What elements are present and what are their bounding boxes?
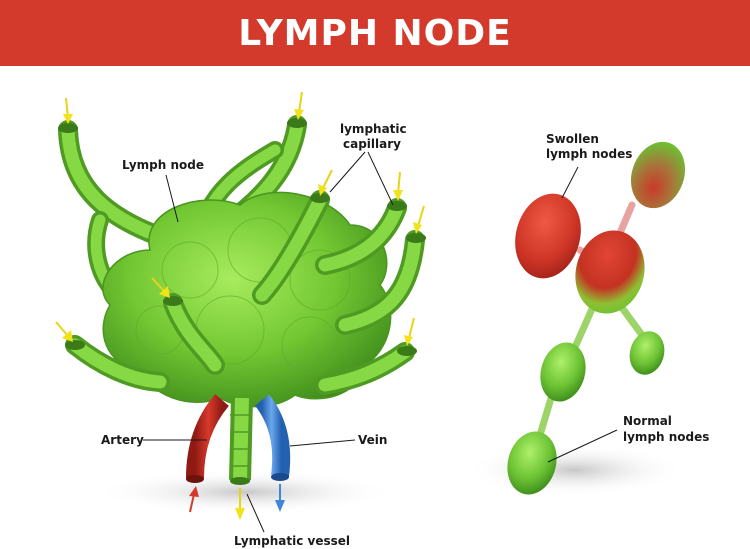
lymphatic-vessel-end [230, 477, 250, 485]
label-lymphatic-capillary-line2: capillary [343, 137, 401, 151]
leader-lines-right [547, 166, 618, 463]
label-swollen-line2: lymph nodes [546, 147, 633, 161]
leader-lines-left [143, 151, 394, 533]
label-normal-line2: lymph nodes [623, 430, 710, 444]
chain-shadow [465, 444, 685, 496]
capillaries-front [65, 190, 425, 395]
blue-arrow-down-icon [275, 484, 285, 512]
swollen-node-top [630, 141, 686, 209]
artery-end [186, 475, 204, 483]
normal-node-mid [540, 342, 586, 402]
lymphatic-vessel-segments [230, 414, 252, 467]
lymphatic-vessel-highlight [233, 397, 249, 481]
label-lymph-node: Lymph node [122, 158, 204, 172]
artery [186, 394, 229, 479]
capillary-openings [58, 118, 426, 356]
lymph-chain [507, 141, 686, 495]
vein-end [271, 473, 289, 481]
title-banner: LYMPH NODE [0, 0, 750, 66]
label-artery: Artery [101, 433, 144, 447]
label-lymphatic-capillary-line1: lymphatic [340, 122, 407, 136]
normal-node-small [629, 331, 665, 375]
node-shadow [95, 470, 395, 514]
swollen-node-left [515, 193, 581, 279]
lymph-node-diagram [55, 91, 686, 533]
page-title: LYMPH NODE [238, 12, 512, 54]
vein [254, 394, 291, 478]
normal-node-bottom [507, 431, 557, 495]
swollen-node-center [575, 230, 645, 314]
label-swollen-line1: Swollen [546, 132, 599, 146]
label-normal-line1: Normal [623, 414, 672, 428]
label-lymphatic-vessel: Lymphatic vessel [234, 534, 351, 548]
red-arrow-up-icon [189, 486, 199, 513]
yellow-arrow-down-icon [55, 91, 425, 520]
label-vein: Vein [358, 433, 388, 447]
